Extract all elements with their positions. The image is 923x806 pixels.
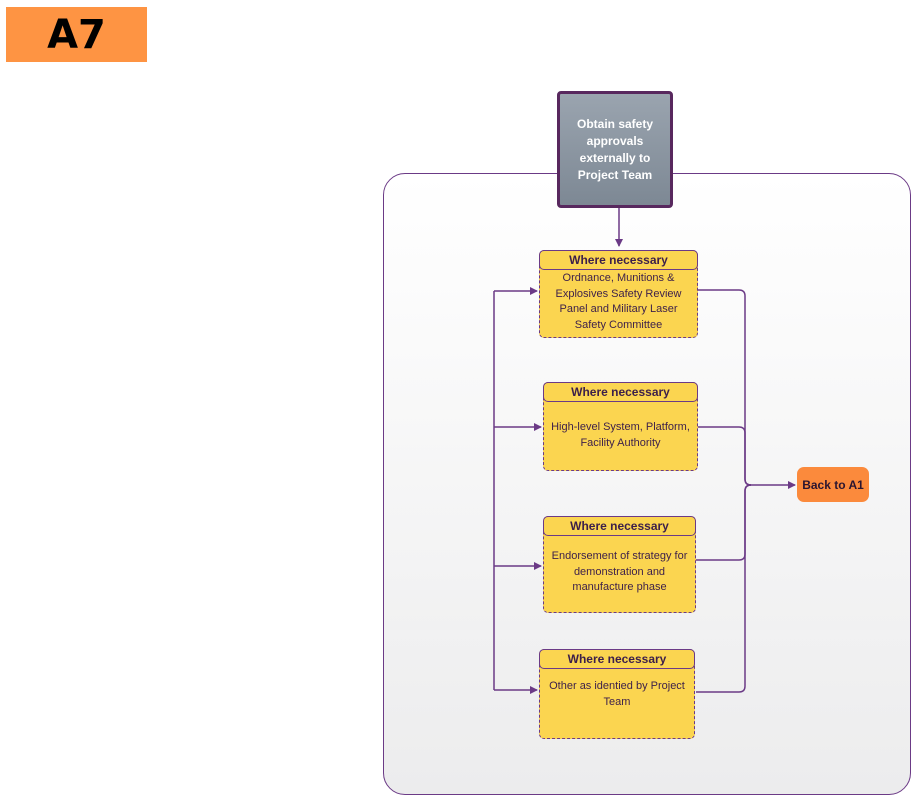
step-header: Where necessary [539, 250, 698, 270]
step-header: Where necessary [543, 516, 696, 536]
obtain-safety-approvals-box: Obtain safety approvals externally to Pr… [557, 91, 673, 208]
step-header: Where necessary [539, 649, 695, 669]
step-box-ordnance: Where necessary Ordnance, Munitions & Ex… [539, 250, 698, 338]
page-label: A7 [6, 7, 147, 62]
back-to-a1-button[interactable]: Back to A1 [797, 467, 869, 502]
step-body: Ordnance, Munitions & Explosives Safety … [555, 272, 682, 331]
step-body: Endorsement of strategy for demonstratio… [551, 550, 688, 593]
step-box-endorsement: Where necessary Endorsement of strategy … [543, 516, 696, 613]
step-body: Other as identied by Project Team [549, 680, 685, 708]
step-box-other: Where necessary Other as identied by Pro… [539, 649, 695, 739]
step-body: High-level System, Platform, Facility Au… [551, 421, 690, 449]
step-box-high-level-authority: Where necessary High-level System, Platf… [543, 382, 698, 471]
step-header: Where necessary [543, 382, 698, 402]
